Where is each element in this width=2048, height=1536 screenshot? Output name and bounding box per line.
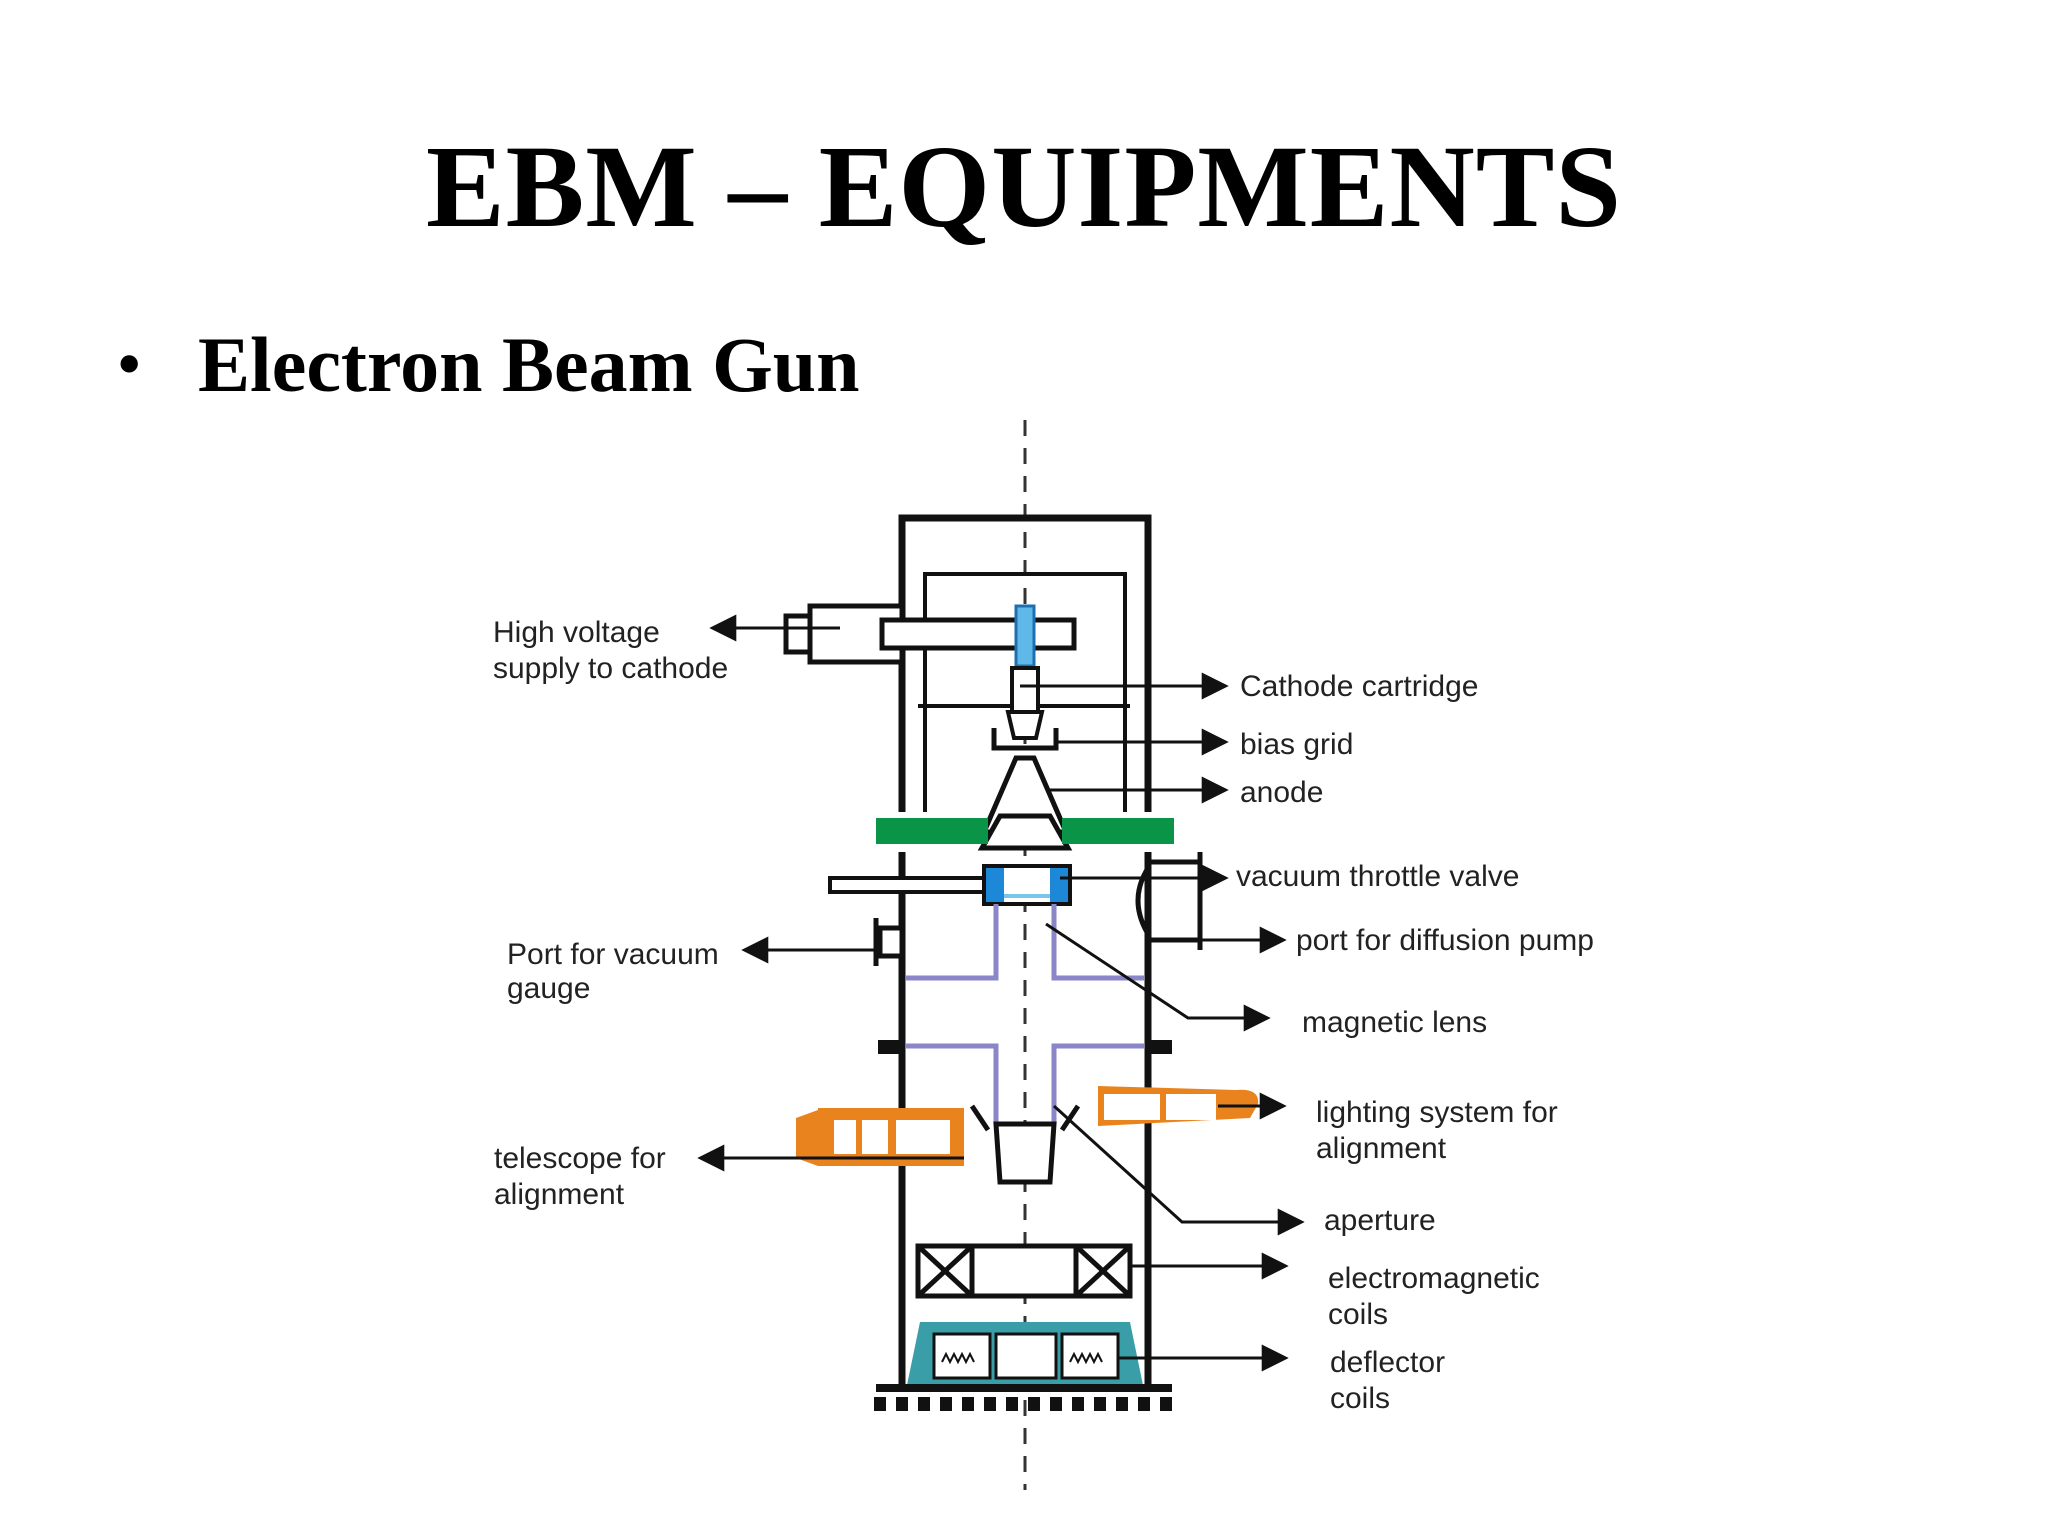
label-telescope-line2: alignment bbox=[494, 1178, 625, 1211]
slide-title: EBM – EQUIPMENTS bbox=[425, 121, 1623, 252]
vacuum-gauge-port bbox=[873, 918, 905, 966]
lighting-system bbox=[1098, 1086, 1259, 1126]
label-port-vacuum-gauge-line1: Port for vacuum bbox=[507, 938, 719, 971]
label-lighting-line2: alignment bbox=[1316, 1132, 1447, 1165]
deflector-coils bbox=[876, 1322, 1172, 1392]
bullet-text: Electron Beam Gun bbox=[198, 321, 860, 408]
cathode-cartridge bbox=[1005, 604, 1045, 740]
anode bbox=[977, 755, 1073, 851]
label-high-voltage-line1: High voltage bbox=[493, 616, 660, 649]
bullet-icon: • bbox=[118, 328, 141, 399]
label-lighting-line1: lighting system for bbox=[1316, 1096, 1558, 1129]
label-deflector-line1: deflector bbox=[1330, 1346, 1445, 1379]
label-port-vacuum-gauge-line2: gauge bbox=[507, 972, 590, 1005]
green-flange bbox=[876, 818, 1174, 844]
label-telescope-line1: telescope for bbox=[494, 1142, 666, 1175]
label-port-diffusion-pump: port for diffusion pump bbox=[1296, 924, 1594, 957]
label-deflector-line2: coils bbox=[1330, 1382, 1390, 1415]
leader-lines bbox=[697, 614, 1305, 1372]
high-voltage-feedthrough bbox=[783, 603, 1077, 665]
lens-flange bbox=[878, 1040, 1172, 1054]
telescope bbox=[796, 1108, 964, 1166]
label-bias-grid: bias grid bbox=[1240, 728, 1353, 761]
label-em-coils-line2: coils bbox=[1328, 1298, 1388, 1331]
bullet-item: •Electron Beam Gun bbox=[118, 326, 860, 404]
bias-grid bbox=[991, 728, 1059, 751]
label-anode: anode bbox=[1240, 776, 1323, 809]
electromagnetic-coils bbox=[915, 1243, 1133, 1299]
label-magnetic-lens: magnetic lens bbox=[1302, 1006, 1487, 1039]
label-cathode-cartridge: Cathode cartridge bbox=[1240, 670, 1478, 703]
vacuum-throttle-valve bbox=[828, 864, 1072, 906]
diffusion-pump-port bbox=[1135, 852, 1203, 950]
aperture bbox=[969, 1104, 1081, 1185]
label-aperture: aperture bbox=[1324, 1204, 1436, 1237]
label-em-coils-line1: electromagnetic bbox=[1328, 1262, 1540, 1295]
label-vacuum-throttle-valve: vacuum throttle valve bbox=[1236, 860, 1519, 893]
label-high-voltage-line2: supply to cathode bbox=[493, 652, 728, 685]
